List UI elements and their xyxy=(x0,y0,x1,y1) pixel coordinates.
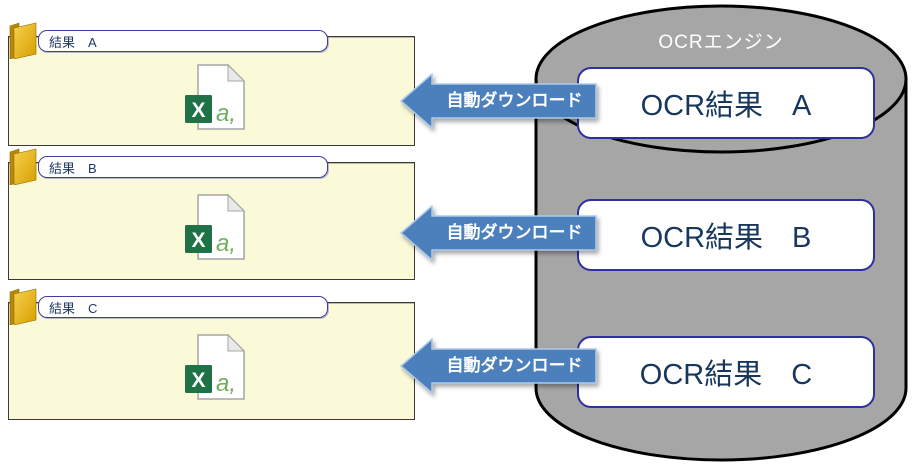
excel-file-glyph: a, xyxy=(216,230,236,257)
folder-tab-label: 結果 B xyxy=(49,160,97,176)
arrow-label: 自動ダウンロード xyxy=(446,356,583,375)
folder-tab-a: 結果 A xyxy=(38,30,328,52)
folder-icon xyxy=(9,288,37,325)
excel-file-icon: X a, xyxy=(185,194,246,260)
folder-tab-label: 結果 A xyxy=(49,34,97,50)
left-arrow-shape xyxy=(400,73,597,129)
arrow-label: 自動ダウンロード xyxy=(446,223,583,242)
folder-tab-b: 結果 B xyxy=(38,156,328,178)
auto-download-arrow-a: 自動ダウンロード xyxy=(400,73,597,129)
ocr-result-label: OCR結果 C xyxy=(639,359,813,391)
excel-x-badge: X xyxy=(191,99,205,122)
excel-file-glyph: a, xyxy=(216,370,236,397)
excel-x-badge: X xyxy=(191,369,205,392)
folder-tab-label: 結果 C xyxy=(49,300,98,316)
excel-x-badge: X xyxy=(191,229,205,252)
ocr-engine-title: OCRエンジン xyxy=(658,32,784,53)
left-arrow-shape xyxy=(400,205,597,261)
folder-icon xyxy=(9,22,37,59)
excel-file-icon: X a, xyxy=(185,334,246,400)
auto-download-arrow-b: 自動ダウンロード xyxy=(400,205,597,261)
folder-tab-c: 結果 C xyxy=(38,296,328,318)
excel-file-glyph: a, xyxy=(216,100,236,127)
left-arrow-shape xyxy=(400,338,597,394)
ocr-result-card-c: OCR結果 C xyxy=(577,336,875,408)
arrow-label: 自動ダウンロード xyxy=(446,91,583,110)
ocr-result-card-b: OCR結果 B xyxy=(577,199,875,271)
ocr-result-label: OCR結果 A xyxy=(640,90,812,122)
ocr-result-card-a: OCR結果 A xyxy=(577,67,875,139)
excel-file-icon: X a, xyxy=(185,64,246,130)
auto-download-arrow-c: 自動ダウンロード xyxy=(400,338,597,394)
folder-icon xyxy=(9,148,37,185)
ocr-result-label: OCR結果 B xyxy=(640,222,812,254)
